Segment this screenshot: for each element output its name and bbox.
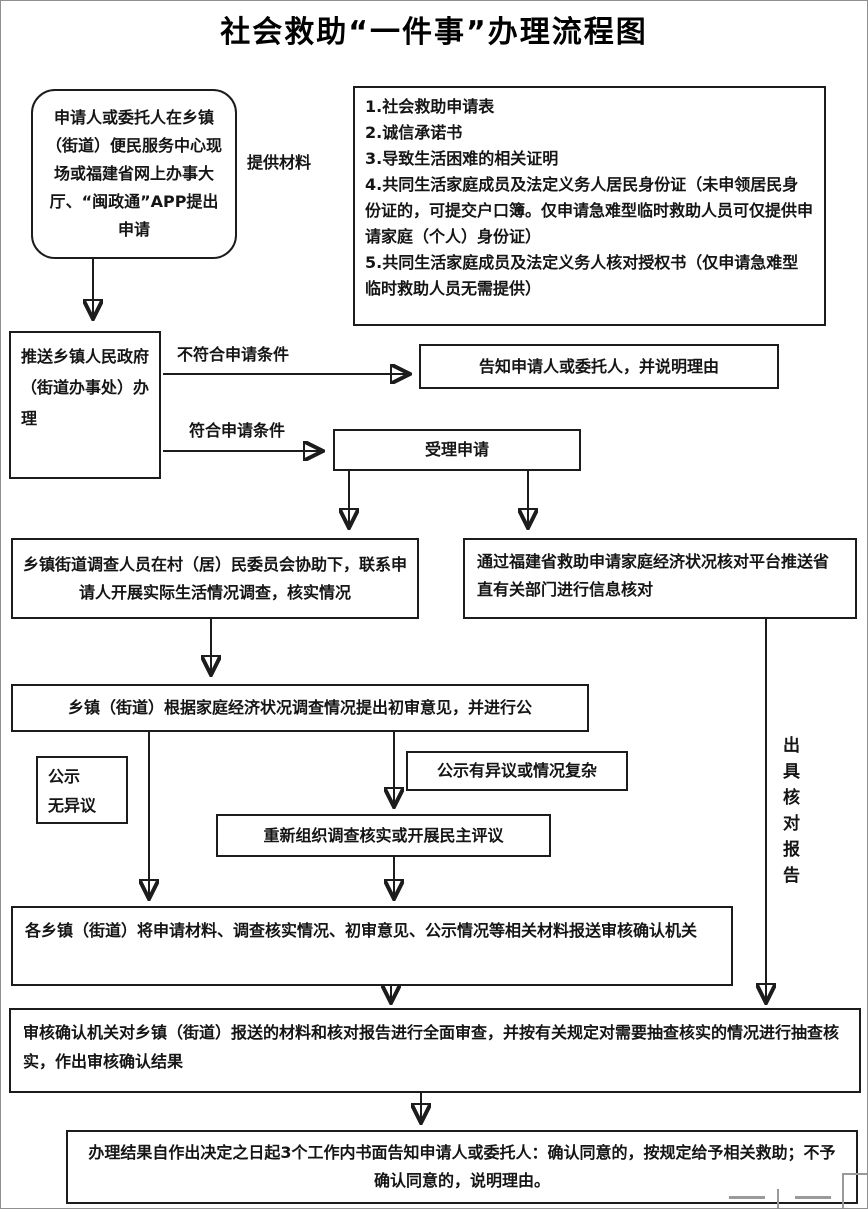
node-objection-text: 公示有异议或情况复杂: [436, 761, 597, 780]
node-apply-text: 申请人或委托人在乡镇（街道）便民服务中心现场或福建省网上办事大厅、“闽政通”AP…: [45, 108, 222, 239]
page-edge-vertical: [842, 1173, 844, 1208]
node-submit: 各乡镇（街道）将申请材料、调查核实情况、初审意见、公示情况等相关材料报送审核确认…: [11, 906, 733, 986]
node-verify-platform: 通过福建省救助申请家庭经济状况核对平台推送省直有关部门进行信息核对: [463, 538, 857, 619]
page-edge-horizontal: [842, 1173, 867, 1175]
node-submit-text: 各乡镇（街道）将申请材料、调查核实情况、初审意见、公示情况等相关材料报送审核确认…: [25, 921, 698, 940]
node-apply: 申请人或委托人在乡镇（街道）便民服务中心现场或福建省网上办事大厅、“闽政通”AP…: [31, 89, 237, 259]
node-reinvestigate-text: 重新组织调查核实或开展民主评议: [263, 825, 504, 845]
materials-item-1: 1.社会救助申请表: [365, 97, 495, 116]
node-notify: 告知申请人或委托人，并说明理由: [419, 344, 779, 389]
node-investigate-text: 乡镇街道调查人员在村（居）民委员会协助下，联系申请人开展实际生活情况调查，核实情…: [22, 554, 407, 602]
node-final-review: 审核确认机关对乡镇（街道）报送的材料和核对报告进行全面审查，并按有关规定对需要抽…: [9, 1008, 861, 1093]
footer-dash-left: [729, 1196, 765, 1199]
node-notify-text: 告知申请人或委托人，并说明理由: [478, 356, 719, 376]
node-no-objection-text: 公示 无异议: [48, 767, 97, 815]
node-no-objection: 公示 无异议: [36, 756, 128, 824]
edge-label-eligible: 符合申请条件: [189, 421, 286, 440]
node-push: 推送乡镇人民政府（街道办事处）办理: [9, 331, 161, 479]
edge-label-verify-report: 出具核对报告: [779, 736, 799, 892]
edge-label-not-eligible: 不符合申请条件: [177, 345, 290, 364]
footer-bar: [777, 1189, 779, 1208]
node-push-text: 推送乡镇人民政府（街道办事处）办理: [21, 347, 150, 428]
node-result-text: 办理结果自作出决定之日起3个工作内书面告知申请人或委托人：确认同意的，按规定给予…: [88, 1143, 836, 1190]
page-title: 社会救助“一件事”办理流程图: [220, 15, 648, 50]
materials-item-3: 3.导致生活困难的相关证明: [365, 149, 559, 168]
node-verify-platform-text: 通过福建省救助申请家庭经济状况核对平台推送省直有关部门进行信息核对: [477, 552, 830, 599]
materials-item-5: 5.共同生活家庭成员及法定义务人核对授权书（仅申请急难型临时救助人员无需提供）: [365, 253, 799, 298]
node-final-review-text: 审核确认机关对乡镇（街道）报送的材料和核对报告进行全面审查，并按有关规定对需要抽…: [23, 1023, 840, 1071]
node-initial-review-text: 乡镇（街道）根据家庭经济状况调查情况提出初审意见，并进行公: [67, 698, 532, 717]
edge-label-provide-materials: 提供材料: [247, 153, 312, 172]
node-reinvestigate: 重新组织调查核实或开展民主评议: [216, 814, 551, 857]
node-accept: 受理申请: [333, 429, 581, 471]
footer-dash-right: [795, 1196, 831, 1199]
materials-item-4: 4.共同生活家庭成员及法定义务人居民身份证（未申领居民身份证的，可提交户口簿。仅…: [365, 175, 814, 246]
materials-item-2: 2.诚信承诺书: [365, 123, 463, 142]
node-initial-review: 乡镇（街道）根据家庭经济状况调查情况提出初审意见，并进行公: [11, 684, 589, 732]
node-investigate: 乡镇街道调查人员在村（居）民委员会协助下，联系申请人开展实际生活情况调查，核实情…: [11, 538, 419, 619]
node-accept-text: 受理申请: [424, 440, 489, 459]
node-materials-list: 1.社会救助申请表 2.诚信承诺书 3.导致生活困难的相关证明 4.共同生活家庭…: [353, 86, 826, 326]
node-result: 办理结果自作出决定之日起3个工作内书面告知申请人或委托人：确认同意的，按规定给予…: [66, 1130, 858, 1204]
node-objection: 公示有异议或情况复杂: [406, 751, 628, 791]
